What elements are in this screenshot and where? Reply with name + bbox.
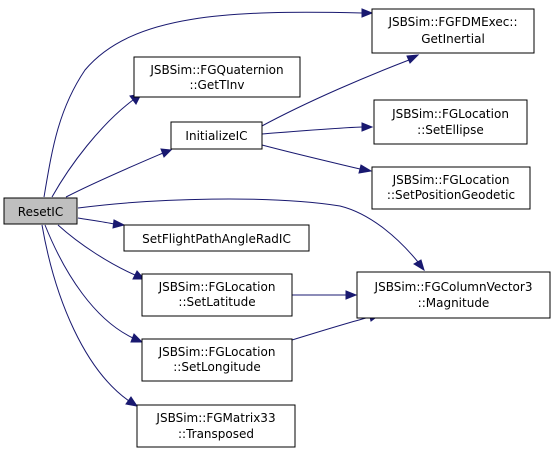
node-magnitude[interactable]: JSBSim::FGColumnVector3 ::Magnitude [356, 271, 551, 319]
node-setellipse[interactable]: JSBSim::FGLocation ::SetEllipse [373, 99, 528, 145]
node-initializeic[interactable]: InitializeIC [170, 121, 263, 150]
node-setellipse-label-1: JSBSim::FGLocation [391, 107, 509, 121]
node-magnitude-label-2: ::Magnitude [418, 296, 490, 310]
edge-resetic-setlongitude [44, 224, 144, 343]
node-getinertial[interactable]: JSBSim::FGFDMExec:: GetInertial [371, 8, 535, 54]
edge-resetic-getinertial [43, 8, 374, 198]
edge-resetic-magnitude [77, 198, 425, 272]
edge-setlatitude-magnitude [292, 290, 358, 300]
node-gettinv-label-1: JSBSim::FGQuaternion [149, 63, 283, 77]
edge-initializeic-setellipse [261, 122, 374, 135]
edge-initializeic-getinertial [259, 54, 420, 128]
node-getinertial-label-2: GetInertial [421, 32, 485, 46]
node-setpositiongeodetic-label-2: ::SetPositionGeodetic [387, 188, 515, 202]
node-transposed-label-1: JSBSim::FGMatrix33 [155, 411, 275, 425]
node-setlongitude[interactable]: JSBSim::FGLocation ::SetLongitude [141, 338, 293, 382]
node-setlongitude-label-2: ::SetLongitude [173, 360, 260, 374]
node-setlatitude[interactable]: JSBSim::FGLocation ::SetLatitude [141, 273, 293, 317]
node-transposed[interactable]: JSBSim::FGMatrix33 ::Transposed [136, 404, 296, 448]
node-transposed-label-2: ::Transposed [178, 427, 254, 441]
node-setpositiongeodetic-label-1: JSBSim::FGLocation [392, 173, 510, 187]
edge-resetic-initializeic [65, 148, 173, 198]
nodes: ResetIC JSBSim::FGFDMExec:: GetInertial … [3, 8, 551, 448]
edge-resetic-transposed [41, 224, 139, 407]
node-setellipse-label-2: ::SetEllipse [417, 123, 484, 137]
node-magnitude-label-1: JSBSim::FGColumnVector3 [374, 280, 533, 294]
node-setlatitude-label-1: JSBSim::FGLocation [158, 280, 276, 294]
node-setflightpathangleradic-label-1: SetFlightPathAngleRadIC [142, 232, 291, 246]
edge-initializeic-setpositiongeodetic [261, 144, 373, 174]
node-initializeic-label-1: InitializeIC [185, 129, 247, 143]
edge-resetic-gettinv [51, 93, 142, 198]
edge-resetic-setlatitude [57, 224, 146, 280]
node-setflightpathangleradic[interactable]: SetFlightPathAngleRadIC [123, 224, 310, 252]
node-setpositiongeodetic[interactable]: JSBSim::FGLocation ::SetPositionGeodetic [371, 166, 531, 210]
node-resetic[interactable]: ResetIC [3, 197, 78, 225]
node-setlatitude-label-2: ::SetLatitude [178, 295, 255, 309]
node-gettinv-label-2: ::GetTInv [189, 78, 244, 92]
node-getinertial-label-1: JSBSim::FGFDMExec:: [388, 15, 518, 29]
node-gettinv[interactable]: JSBSim::FGQuaternion ::GetTInv [133, 56, 301, 98]
edge-resetic-setflightpathangleradic [77, 217, 126, 229]
node-setlongitude-label-1: JSBSim::FGLocation [158, 345, 276, 359]
node-resetic-label-1: ResetIC [18, 205, 63, 219]
